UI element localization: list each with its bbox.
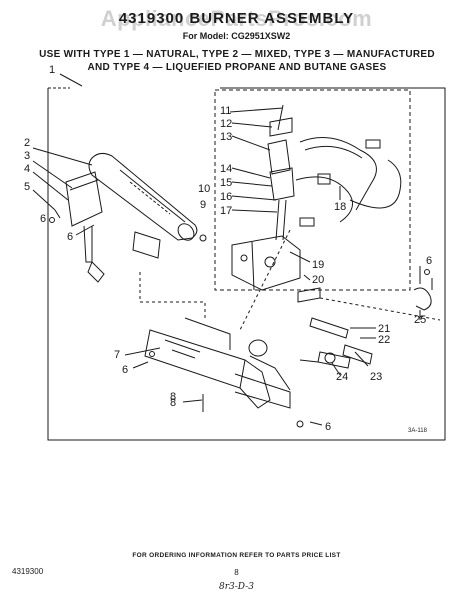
callout-23: 23 xyxy=(370,371,382,383)
callout-15: 15 xyxy=(220,177,232,189)
callout-25: 25 xyxy=(414,314,426,326)
callout-6-screw-bottom: 6 xyxy=(325,421,331,433)
callout-4: 4 xyxy=(24,163,30,175)
callout-24: 24 xyxy=(336,371,348,383)
callout-labels: 1 2 3 4 5 6 7 8 9 10 11 12 13 14 15 16 1… xyxy=(24,64,432,434)
page-number: 8 xyxy=(234,568,239,577)
diagram-title: 4319300 BURNER ASSEMBLY xyxy=(118,10,355,27)
callout-14: 14 xyxy=(220,163,232,175)
callout-7: 7 xyxy=(114,349,120,361)
valve-subassembly-box xyxy=(214,89,411,291)
burner-base-bracket xyxy=(144,317,291,409)
wire-harness xyxy=(295,137,402,227)
callout-22: 22 xyxy=(378,334,390,346)
callout-5: 5 xyxy=(24,181,30,193)
callout-1: 1 xyxy=(49,64,55,76)
callout-12: 12 xyxy=(220,118,232,130)
callout-21: 21 xyxy=(378,323,390,335)
callout-11: 11 xyxy=(220,105,231,117)
gas-type-line-1: USE WITH TYPE 1 — NATURAL, TYPE 2 — MIXE… xyxy=(39,49,435,60)
callout-10: 10 xyxy=(198,183,210,195)
model-line: For Model: CG2951XSW2 xyxy=(182,31,291,41)
callout-20: 20 xyxy=(312,274,324,286)
mount-plate xyxy=(132,231,161,259)
callout-2: 2 xyxy=(24,137,30,149)
burner-bracket xyxy=(65,171,105,283)
burner-tube xyxy=(88,152,198,241)
assembly-frame xyxy=(47,87,446,441)
ordering-note: FOR ORDERING INFORMATION REFER TO PARTS … xyxy=(132,552,341,559)
part-number: 4319300 xyxy=(12,567,44,576)
handwritten-code: 8r3-D-3 xyxy=(219,582,254,592)
callout-9: 9 xyxy=(200,199,206,211)
callout-13: 13 xyxy=(220,131,232,143)
valve-body xyxy=(231,235,321,303)
callout-17: 17 xyxy=(220,205,232,217)
valve-stem xyxy=(267,104,295,241)
callout-8-screw: 8 xyxy=(170,391,176,403)
callout-6-screw-left-upper: 6 xyxy=(40,213,46,225)
callout-8: 8 xyxy=(170,397,176,409)
orifice-assembly xyxy=(299,317,373,369)
callout-6: 6 xyxy=(67,231,73,243)
gas-type-note: USE WITH TYPE 1 — NATURAL, TYPE 2 — MIXE… xyxy=(12,48,462,74)
callout-16: 16 xyxy=(220,191,232,203)
callout-6-screw-top-right: 6 xyxy=(426,255,432,267)
reference-code: 3A-118 xyxy=(408,428,428,434)
watermark: AppliancePartsPros.com xyxy=(100,6,373,31)
callout-3: 3 xyxy=(24,150,30,162)
callout-6-screw-mid-left: 6 xyxy=(122,364,128,376)
callout-18: 18 xyxy=(334,201,346,213)
gas-type-line-2: AND TYPE 4 — LIQUEFIED PROPANE AND BUTAN… xyxy=(87,62,387,73)
clip-part xyxy=(413,266,433,311)
callout-19: 19 xyxy=(312,259,324,271)
